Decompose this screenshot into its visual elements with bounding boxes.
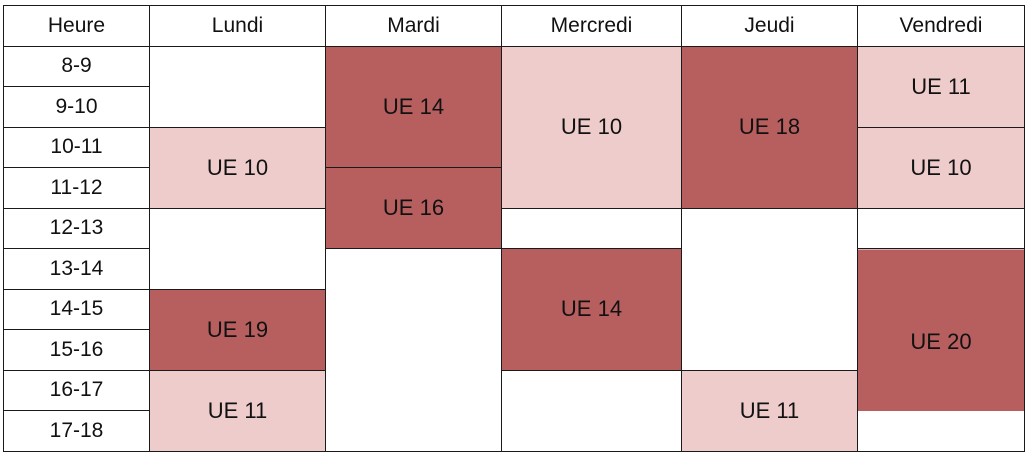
header-hour: Heure: [3, 5, 150, 47]
course-label: UE 10: [206, 154, 269, 180]
hour-cell: 13-14: [3, 248, 150, 290]
table-row: 16-17 UE 11 UE 11: [3, 369, 1025, 452]
course-block-lundi-1: UE 10: [149, 126, 326, 209]
course-block-mercredi-1: UE 10: [501, 45, 682, 209]
course-block-vendredi-3: UE 20: [857, 248, 1025, 452]
timetable: Heure Lundi Mardi Mercredi Jeudi Vendred…: [3, 5, 1025, 452]
table-row: 9-10: [3, 86, 1025, 128]
empty-slot: [325, 248, 502, 452]
hour-cell: 8-9: [3, 45, 150, 87]
hour-cell: 14-15: [3, 288, 150, 330]
hour-cell: 10-11: [3, 126, 150, 168]
hour-cell: 12-13: [3, 207, 150, 249]
empty-slot: [149, 45, 326, 128]
table-row: 17-18: [3, 410, 1025, 452]
course-label: UE 11: [739, 397, 800, 423]
table-row: 12-13: [3, 207, 1025, 371]
course-block-mardi-1: UE 14: [325, 45, 502, 168]
course-block-jeudi-1: UE 18: [681, 45, 858, 209]
header-day-mardi: Mardi: [325, 5, 502, 47]
table-row: 13-14 UE 14 UE 20: [3, 248, 1025, 452]
header-day-jeudi: Jeudi: [681, 5, 858, 47]
hour-cell: 16-17: [3, 369, 150, 411]
empty-slot: [149, 207, 326, 290]
empty-slot: [501, 207, 682, 249]
course-label: UE 10: [560, 114, 623, 139]
course-label: UE 14: [382, 93, 445, 119]
course-label: UE 16: [382, 195, 445, 220]
table-row: 10-11 UE 10 UE 10: [3, 126, 1025, 209]
header-row: Heure Lundi Mardi Mercredi Jeudi Vendred…: [3, 5, 1025, 47]
table-row: 14-15 UE 19: [3, 288, 1025, 371]
empty-slot: [857, 207, 1025, 249]
course-block-lundi-3: UE 11: [149, 369, 326, 452]
course-label: UE 19: [206, 316, 269, 342]
course-label: UE 14: [560, 296, 623, 322]
course-label: UE 11: [911, 73, 971, 99]
empty-slot: [681, 207, 858, 371]
hour-cell: 9-10: [3, 86, 150, 128]
empty-slot: [501, 369, 682, 452]
course-label: UE 18: [738, 114, 801, 139]
header-day-vendredi: Vendredi: [857, 5, 1025, 47]
course-label: UE 11: [207, 397, 268, 423]
course-label: UE 20: [910, 328, 972, 354]
course-label: UE 10: [910, 154, 972, 180]
table-row: 11-12 UE 16: [3, 167, 1025, 249]
table-row: 8-9 UE 14 UE 10 UE 18 UE 11: [3, 45, 1025, 209]
hour-cell: 11-12: [3, 167, 150, 209]
course-block-vendredi-2: UE 10: [857, 126, 1025, 209]
table-row: 15-16: [3, 329, 1025, 371]
hour-cell: 17-18: [3, 410, 150, 452]
hour-cell: 15-16: [3, 329, 150, 371]
header-day-lundi: Lundi: [149, 5, 326, 47]
course-block-mardi-2: UE 16: [325, 167, 502, 249]
course-block-mercredi-2: UE 14: [501, 248, 682, 371]
header-day-mercredi: Mercredi: [501, 5, 682, 47]
course-block-lundi-2: UE 19: [149, 288, 326, 371]
course-block-jeudi-2: UE 11: [681, 369, 858, 452]
course-block-vendredi-1: UE 11: [857, 45, 1025, 128]
